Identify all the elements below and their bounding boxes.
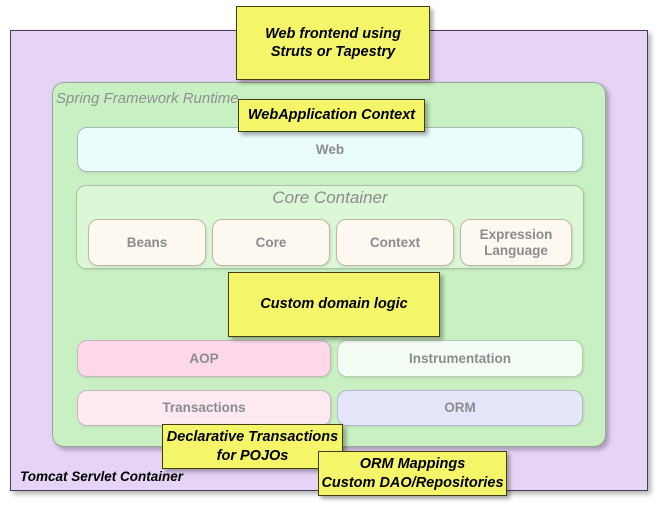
spring-framework-runtime-label: Spring Framework Runtime (56, 90, 239, 107)
callout-web-frontend: Web frontend using Struts or Tapestry (236, 6, 430, 80)
module-expression-language: Expression Language (460, 219, 572, 266)
tomcat-servlet-container-label: Tomcat Servlet Container (20, 469, 184, 484)
module-transactions: Transactions (77, 390, 331, 426)
callout-webapplication-context: WebApplication Context (238, 99, 425, 132)
module-core: Core (212, 219, 330, 266)
callout-declarative-transactions: Declarative Transactions for POJOs (162, 424, 343, 469)
module-web: Web (77, 127, 583, 172)
module-instrumentation: Instrumentation (337, 340, 583, 377)
module-beans: Beans (88, 219, 206, 266)
module-aop: AOP (77, 340, 331, 377)
module-orm: ORM (337, 390, 583, 426)
module-context: Context (336, 219, 454, 266)
callout-custom-domain-logic: Custom domain logic (228, 272, 440, 337)
core-container-label: Core Container (272, 188, 388, 207)
callout-orm-mappings: ORM Mappings Custom DAO/Repositories (318, 451, 507, 496)
